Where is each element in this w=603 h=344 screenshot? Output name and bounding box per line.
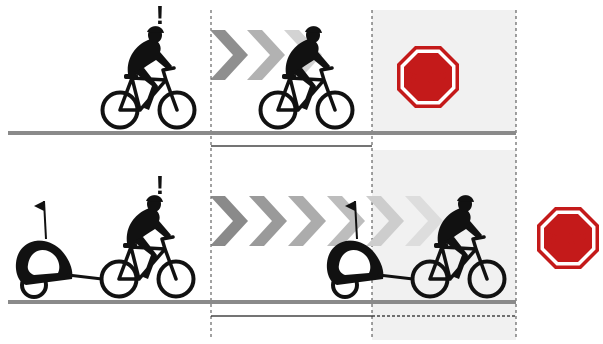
stop-sign-icon: STOP [537,207,599,269]
ground-line-top [8,131,516,135]
exclamation-icon: ! [156,170,165,200]
stop-sign-icon: STOP [397,46,459,108]
ground-line-bottom [8,300,516,304]
stop-sign-label: STOP [549,230,587,249]
cyclist-icon [261,26,353,127]
chevron-right-icon [288,196,326,246]
cyclist-icon [103,26,195,127]
bike-trailer-icon [16,201,102,297]
cyclist-icon [102,195,194,296]
exclamation-icon: ! [156,0,165,30]
stop-sign-label: STOP [409,69,447,88]
chevron-right-icon [210,30,248,80]
chevron-right-icon [327,196,365,246]
chevron-right-icon [210,196,248,246]
chevron-right-icon [247,30,285,80]
chevron-right-icon [249,196,287,246]
